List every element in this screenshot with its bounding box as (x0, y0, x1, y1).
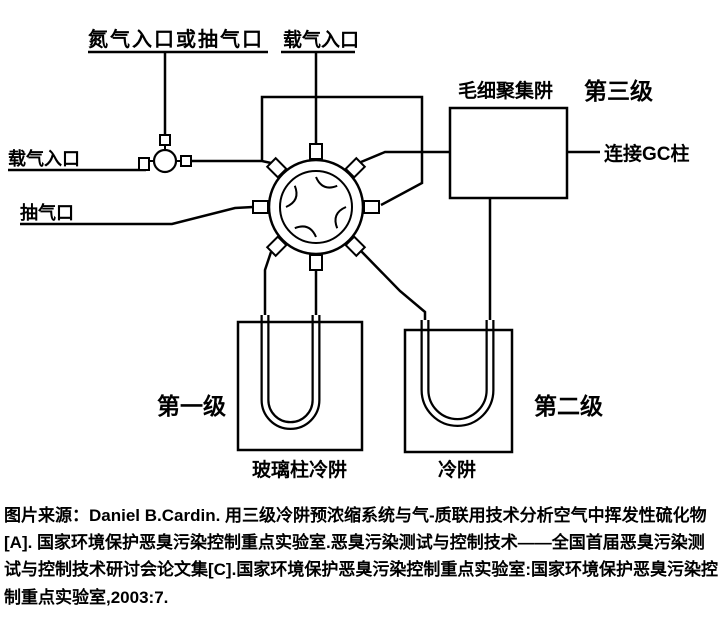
label-carrier-gas-top: 载气入口 (283, 28, 359, 51)
label-gc-column: 连接GC柱 (604, 142, 690, 165)
valve-channels (285, 176, 347, 238)
label-capillary-trap: 毛细聚集阱 (458, 79, 553, 102)
glass-column-trap-tube (260, 315, 321, 430)
cold-trap-tube (420, 320, 495, 427)
image-source-caption: 图片来源：Daniel B.Cardin. 用三级冷阱预浓缩系统与气-质联用技术… (4, 506, 718, 607)
label-stage-two: 第二级 (534, 393, 603, 419)
valve-ports (252, 143, 380, 271)
label-pump-outlet: 抽气口 (20, 202, 74, 223)
label-cold-trap: 冷阱 (438, 458, 476, 481)
system-diagram: 氮气入口或抽气口 载气入口 载气入口 抽气口 毛细聚集阱 第三级 连接GC柱 第… (8, 27, 690, 481)
label-glass-column-trap: 玻璃柱冷阱 (252, 458, 347, 481)
label-stage-three: 第三级 (584, 78, 653, 104)
stage1-trap-box (236, 320, 364, 452)
valve-rotor (279, 170, 353, 244)
label-nitrogen-inlet: 氮气入口或抽气口 (88, 27, 264, 51)
label-stage-one: 第一级 (157, 393, 226, 419)
inlet-fitting-valve (138, 134, 192, 174)
label-carrier-gas-left: 载气入口 (8, 148, 80, 169)
stage2-trap-box (403, 328, 514, 454)
stage3-trap-box (448, 106, 569, 200)
eight-port-valve (252, 143, 380, 271)
valve-body (267, 158, 365, 256)
